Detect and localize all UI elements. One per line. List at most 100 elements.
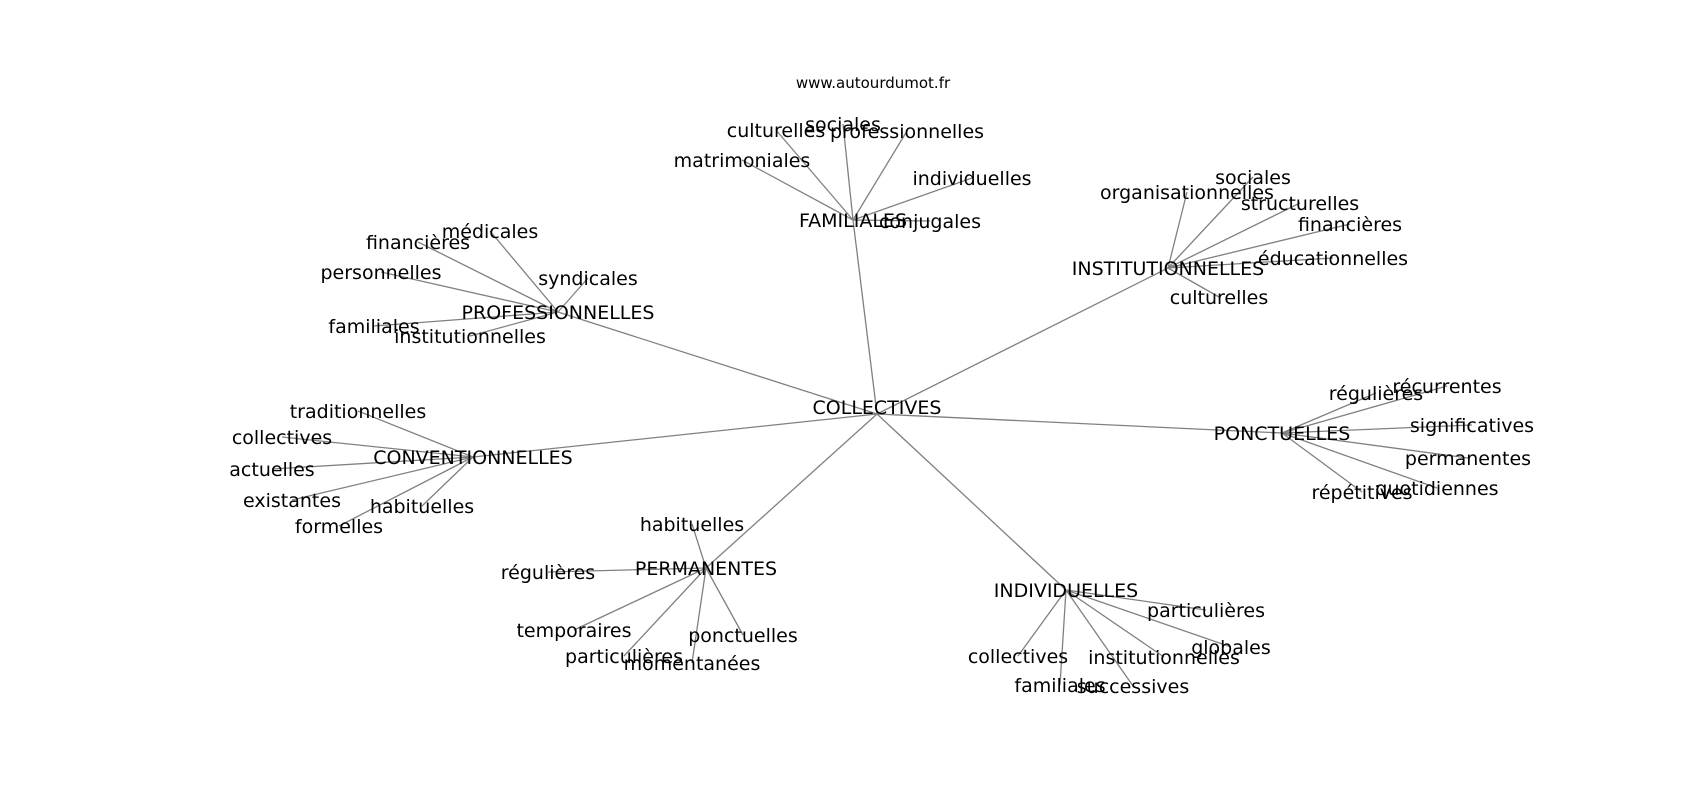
edge-permanentes-to-ponctuelles bbox=[705, 567, 744, 636]
leaf-node-conventionnelles-collectives: collectives bbox=[232, 427, 332, 449]
edge-institutionnelles-to-sociales bbox=[1167, 176, 1254, 269]
leaf-node-individuelles-globales: globales bbox=[1191, 637, 1271, 659]
edge-ponctuelles-to-significatives bbox=[1281, 424, 1473, 434]
edge-individuelles-to-institutionnelles bbox=[1065, 589, 1165, 658]
edge-institutionnelles-to-structurelles bbox=[1167, 202, 1301, 269]
edge-professionnelles-to-medicales bbox=[489, 230, 559, 313]
leaf-node-institutionnelles-educationnelles: éducationnelles bbox=[1258, 248, 1408, 270]
edge-institutionnelles-to-financieres bbox=[1167, 223, 1351, 269]
leaf-node-ponctuelles-significatives: significatives bbox=[1410, 415, 1534, 437]
graph-edges bbox=[271, 123, 1473, 687]
leaf-node-professionnelles-syndicales: syndicales bbox=[538, 268, 637, 290]
edge-familiales-to-sociales bbox=[842, 123, 854, 221]
leaf-node-institutionnelles-organisationnelles: organisationnelles bbox=[1100, 182, 1274, 204]
leaf-node-permanentes-momentanees: momentanées bbox=[624, 653, 761, 675]
leaf-node-familiales-individuelles: individuelles bbox=[912, 168, 1031, 190]
edge-center-to-institutionnelles bbox=[876, 267, 1169, 415]
leaf-node-ponctuelles-regulieres: régulières bbox=[1329, 383, 1423, 405]
edge-professionnelles-to-financieres bbox=[417, 241, 559, 313]
edge-ponctuelles-to-quotidiennes bbox=[1281, 432, 1438, 489]
leaf-node-professionnelles-institutionnelles: institutionnelles bbox=[394, 326, 546, 348]
center-node-label: COLLECTIVES bbox=[813, 397, 942, 419]
watermark: www.autourdumot.fr bbox=[796, 74, 951, 92]
branch-node-permanentes: PERMANENTES bbox=[635, 558, 777, 580]
edge-ponctuelles-to-regulieres bbox=[1281, 392, 1377, 434]
edge-conventionnelles-to-actuelles bbox=[271, 456, 474, 470]
edge-center-to-conventionnelles bbox=[472, 413, 878, 458]
edge-conventionnelles-to-habituelles bbox=[421, 456, 474, 507]
edge-professionnelles-to-personnelles bbox=[380, 271, 559, 313]
edge-individuelles-to-familiales bbox=[1059, 589, 1067, 686]
edge-ponctuelles-to-recurrentes bbox=[1281, 385, 1448, 434]
leaf-node-familiales-professionnelles: professionnelles bbox=[830, 121, 984, 143]
edge-familiales-to-individuelles bbox=[852, 177, 973, 221]
leaf-node-familiales-conjugales: conjugales bbox=[879, 211, 981, 233]
leaf-node-professionnelles-medicales: médicales bbox=[442, 221, 539, 243]
leaf-node-institutionnelles-sociales: sociales bbox=[1215, 167, 1291, 189]
leaf-node-ponctuelles-permanentes: permanentes bbox=[1405, 448, 1531, 470]
edge-familiales-to-culturelles bbox=[775, 129, 854, 221]
leaf-node-conventionnelles-actuelles: actuelles bbox=[229, 459, 314, 481]
leaf-node-permanentes-particulieres: particulières bbox=[565, 646, 683, 668]
edge-ponctuelles-to-repetitives bbox=[1281, 432, 1363, 493]
leaf-node-conventionnelles-existantes: existantes bbox=[243, 490, 341, 512]
edge-individuelles-to-successives bbox=[1065, 589, 1134, 687]
branch-node-conventionnelles: CONVENTIONNELLES bbox=[373, 447, 572, 469]
leaf-node-individuelles-particulieres: particulières bbox=[1147, 600, 1265, 622]
leaf-node-conventionnelles-habituelles: habituelles bbox=[370, 496, 474, 518]
edge-center-to-ponctuelles bbox=[876, 413, 1283, 434]
leaf-node-institutionnelles-culturelles: culturelles bbox=[1170, 287, 1269, 309]
edge-ponctuelles-to-permanentes bbox=[1281, 432, 1469, 459]
leaf-node-permanentes-habituelles: habituelles bbox=[640, 514, 744, 536]
branch-node-familiales: FAMILIALES bbox=[799, 210, 907, 232]
edge-conventionnelles-to-traditionnelles bbox=[357, 410, 474, 458]
leaf-node-permanentes-temporaires: temporaires bbox=[516, 620, 631, 642]
edge-institutionnelles-to-educationnelles bbox=[1167, 257, 1334, 269]
leaf-node-individuelles-collectives: collectives bbox=[968, 646, 1068, 668]
leaf-node-ponctuelles-recurrentes: récurrentes bbox=[1392, 376, 1501, 398]
edge-center-to-permanentes bbox=[705, 413, 878, 569]
branch-node-ponctuelles: PONCTUELLES bbox=[1214, 423, 1351, 445]
branch-node-institutionnelles: INSTITUTIONNELLES bbox=[1072, 258, 1264, 280]
branch-node-professionnelles: PROFESSIONNELLES bbox=[462, 302, 655, 324]
leaf-node-institutionnelles-financieres: financières bbox=[1298, 214, 1402, 236]
edge-permanentes-to-particulieres bbox=[623, 567, 707, 657]
edge-institutionnelles-to-organisationnelles bbox=[1167, 191, 1188, 269]
leaf-node-permanentes-regulieres: régulières bbox=[501, 562, 595, 584]
edge-center-to-professionnelles bbox=[557, 311, 878, 415]
leaf-node-individuelles-familiales: familiales bbox=[1014, 675, 1105, 697]
edge-familiales-to-conjugales bbox=[852, 219, 931, 222]
edge-center-to-individuelles bbox=[876, 413, 1067, 591]
leaf-node-permanentes-ponctuelles: ponctuelles bbox=[688, 625, 798, 647]
graph-labels: www.autourdumot.fr FAMILIALES matrimonial… bbox=[229, 74, 1534, 698]
edge-permanentes-to-temporaires bbox=[573, 567, 707, 631]
leaf-node-familiales-matrimoniales: matrimoniales bbox=[674, 150, 811, 172]
leaf-node-professionnelles-personnelles: personnelles bbox=[320, 262, 441, 284]
edge-institutionnelles-to-culturelles bbox=[1167, 267, 1220, 298]
leaf-node-individuelles-successives: successives bbox=[1077, 676, 1189, 698]
edge-familiales-to-matrimoniales bbox=[741, 159, 854, 221]
edge-conventionnelles-to-existantes bbox=[291, 456, 474, 501]
leaf-node-professionnelles-financieres: financières bbox=[366, 232, 470, 254]
leaf-node-institutionnelles-structurelles: structurelles bbox=[1241, 193, 1359, 215]
leaf-node-ponctuelles-repetitives: répétitives bbox=[1311, 482, 1412, 504]
leaf-node-professionnelles-familiales: familiales bbox=[328, 316, 419, 338]
edge-permanentes-to-habituelles bbox=[691, 523, 707, 569]
edge-individuelles-to-collectives bbox=[1017, 589, 1067, 657]
edge-professionnelles-to-familiales bbox=[373, 311, 559, 327]
edge-familiales-to-professionnelles bbox=[852, 130, 908, 221]
edge-permanentes-to-regulieres bbox=[547, 567, 707, 573]
leaf-node-familiales-culturelles: culturelles bbox=[727, 120, 826, 142]
leaf-node-conventionnelles-traditionnelles: traditionnelles bbox=[290, 401, 427, 423]
branch-node-individuelles: INDIVIDUELLES bbox=[994, 580, 1138, 602]
edge-conventionnelles-to-formelles bbox=[338, 456, 474, 527]
edge-conventionnelles-to-collectives bbox=[281, 436, 474, 458]
edge-individuelles-to-globales bbox=[1065, 589, 1232, 648]
leaf-node-familiales-sociales: sociales bbox=[805, 114, 881, 136]
edge-individuelles-to-particulieres bbox=[1065, 589, 1207, 611]
edge-professionnelles-to-institutionnelles bbox=[469, 311, 559, 337]
edge-center-to-familiales bbox=[852, 219, 878, 415]
edge-permanentes-to-momentanees bbox=[691, 567, 707, 664]
edge-professionnelles-to-syndicales bbox=[557, 277, 589, 313]
